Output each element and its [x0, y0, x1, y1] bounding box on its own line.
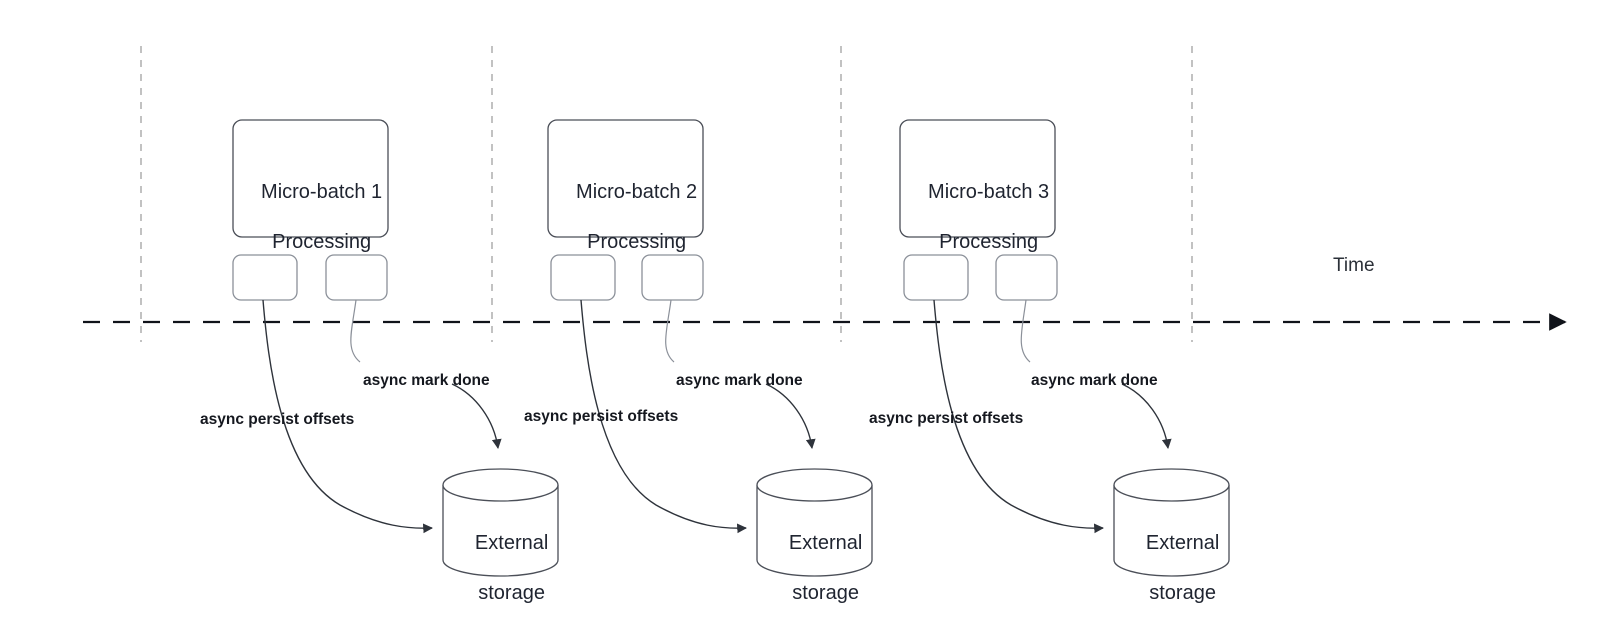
batch-box-2[interactable] — [547, 119, 704, 238]
edge-mark-done-3 — [1020, 299, 1031, 363]
task-box-1b[interactable] — [325, 254, 388, 301]
edge-label-mark-done-1: async mark done — [363, 372, 490, 389]
timeline-axis-label: Time — [1333, 255, 1375, 276]
edge-persist-offsets-2 — [580, 299, 747, 534]
batch-box-1[interactable] — [232, 119, 389, 238]
storage-cylinder-2-top — [756, 468, 873, 502]
edge-label-persist-offsets-2: async persist offsets — [524, 408, 679, 425]
task-box-1a[interactable] — [232, 254, 298, 301]
edge-mark-done-2 — [665, 299, 675, 363]
edge-mark-done-1 — [350, 299, 361, 363]
task-box-3b[interactable] — [995, 254, 1058, 301]
storage-cylinder-1-body[interactable] — [442, 485, 559, 577]
storage-cylinder-1-top — [442, 468, 559, 502]
storage-cylinder-2-body[interactable] — [756, 485, 873, 577]
group-1-shapes — [232, 119, 559, 577]
task-box-2a[interactable] — [550, 254, 616, 301]
group-2-shapes — [547, 119, 873, 577]
edge-label-mark-done-2: async mark done — [676, 372, 803, 389]
edge-persist-offsets-1 — [262, 299, 433, 534]
storage-cylinder-3-body[interactable] — [1113, 485, 1230, 577]
edge-label-mark-done-3: async mark done — [1031, 372, 1158, 389]
edge-label-persist-offsets-1: async persist offsets — [200, 411, 355, 428]
edge-mark-done-3b — [1121, 383, 1172, 449]
group-3-shapes — [899, 119, 1230, 577]
edge-mark-done-2b — [765, 383, 816, 449]
batch-box-3[interactable] — [899, 119, 1056, 238]
storage-cylinder-3-top — [1113, 468, 1230, 502]
edge-mark-done-1b — [451, 383, 502, 449]
task-box-3a[interactable] — [903, 254, 969, 301]
task-box-2b[interactable] — [641, 254, 704, 301]
edge-persist-offsets-3 — [933, 299, 1104, 534]
edge-label-persist-offsets-3: async persist offsets — [869, 410, 1024, 427]
